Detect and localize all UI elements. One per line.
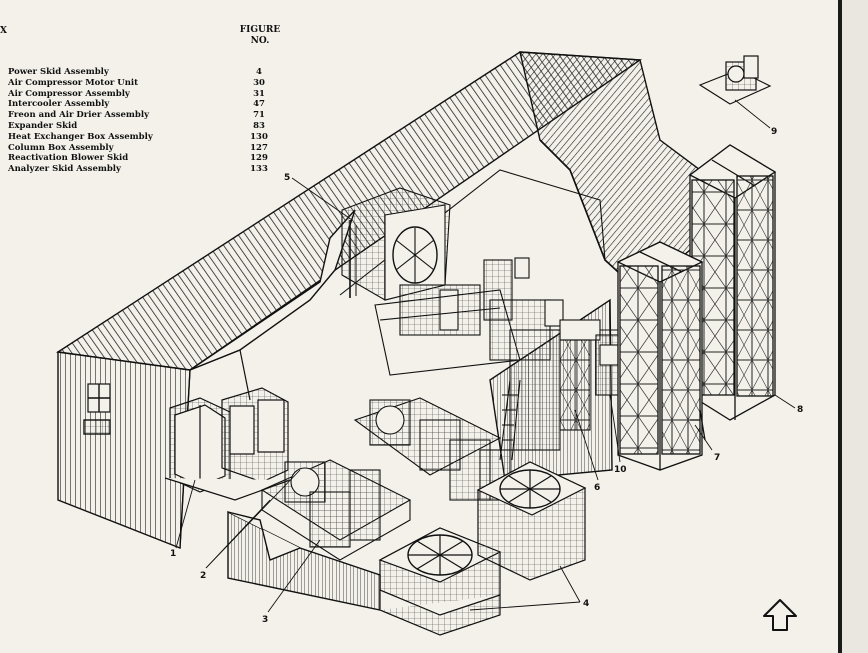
index-item-label: Analyzer Skid Assembly	[8, 164, 121, 175]
plant-isometric-drawing: 1 2 3 4 5 6 7 8 9 10	[56, 51, 803, 636]
intercooler-assembly	[378, 461, 587, 636]
callout-5: 5	[284, 173, 290, 183]
index-item: Reactivation Blower Skid 129	[8, 153, 274, 164]
index-item: Air Compressor Assembly 31	[8, 89, 274, 100]
index-item: Intercooler Assembly 47	[8, 99, 274, 110]
index-item: Expander Skid 83	[8, 121, 274, 132]
index-item: Analyzer Skid Assembly 133	[8, 164, 274, 175]
callout-leaders	[175, 99, 796, 613]
index-item-figure: 130	[250, 131, 268, 142]
index-header: X	[0, 26, 8, 36]
callout-6: 6	[594, 483, 600, 493]
figure-header-line2: NO.	[250, 36, 270, 46]
callout-10: 10	[614, 465, 627, 475]
column-box-tower	[680, 144, 777, 421]
component-index-list: Power Skid Assembly 4 Air Compressor Moto…	[8, 67, 274, 175]
figure-header-line1: FIGURE	[239, 25, 281, 35]
callout-3: 3	[262, 615, 268, 625]
index-item-figure: 129	[250, 153, 268, 164]
callout-7: 7	[714, 453, 720, 463]
index-item-label: Column Box Assembly	[8, 142, 114, 153]
power-skid-assembly	[164, 387, 291, 501]
index-item: Power Skid Assembly 4	[8, 67, 274, 78]
index-item: Heat Exchanger Box Assembly 130	[8, 132, 274, 143]
expander-and-interior-equipment	[341, 187, 640, 461]
callout-4: 4	[583, 599, 589, 609]
index-item-label: Reactivation Blower Skid	[8, 153, 129, 164]
callout-9: 9	[771, 127, 777, 137]
index-item: Freon and Air Drier Assembly 71	[8, 110, 274, 121]
index-item-label: Power Skid Assembly	[8, 67, 109, 77]
index-item-label: Air Compressor Motor Unit	[8, 77, 139, 88]
index-item-label: Heat Exchanger Box Assembly	[8, 131, 153, 142]
page-border	[838, 0, 842, 653]
index-item-label: Intercooler Assembly	[8, 99, 110, 110]
heat-exchanger-box-tower	[616, 241, 706, 471]
index-item-figure: 83	[253, 120, 265, 131]
index-item-label: Air Compressor Assembly	[8, 88, 130, 99]
index-item: Column Box Assembly 127	[8, 143, 274, 154]
callout-8: 8	[797, 405, 803, 415]
index-item-label: Freon and Air Drier Assembly	[8, 110, 150, 121]
callout-1: 1	[170, 549, 176, 559]
reactivation-blower-skid	[698, 55, 772, 105]
index-item-label: Expander Skid	[8, 120, 78, 131]
index-item-figure: 4	[256, 67, 262, 77]
index-item-figure: 133	[250, 164, 268, 175]
index-item-figure: 127	[250, 142, 268, 153]
page-margin	[842, 0, 868, 653]
up-arrow-icon[interactable]	[760, 596, 800, 636]
index-item: Air Compressor Motor Unit 30	[8, 78, 274, 89]
index-item-figure: 30	[253, 77, 265, 88]
index-item-figure: 71	[253, 110, 265, 121]
air-compressor-assembly	[260, 397, 511, 561]
index-item-figure: 31	[253, 88, 265, 99]
figure-number-header: FIGURE NO.	[234, 25, 286, 47]
callout-2: 2	[200, 571, 206, 581]
index-item-figure: 47	[253, 99, 265, 110]
